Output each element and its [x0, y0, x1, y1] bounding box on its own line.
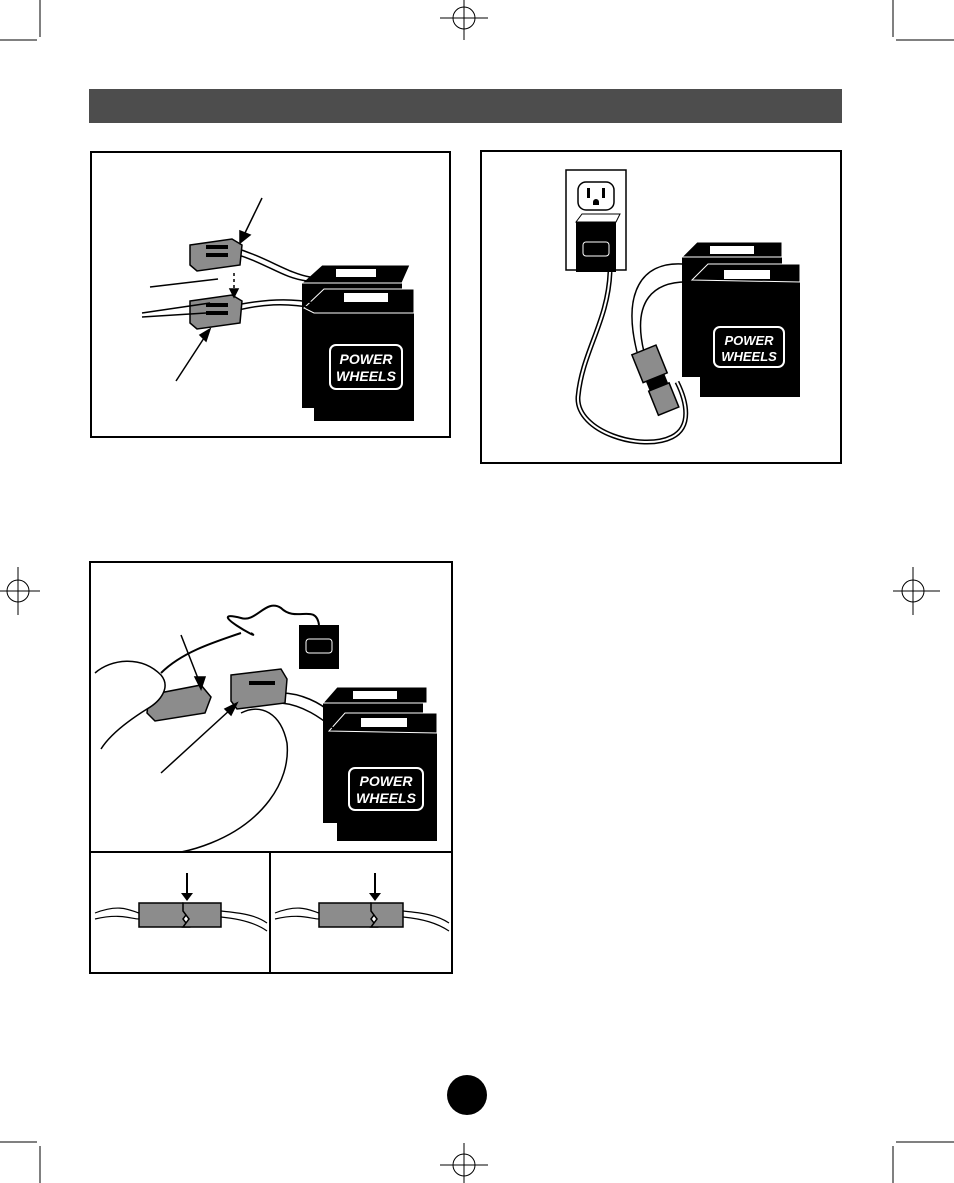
connector-upper — [190, 239, 242, 271]
connector-lower — [190, 295, 242, 329]
figure-wall-charger: POWER WHEELS — [480, 150, 842, 464]
charger-icon — [576, 222, 616, 272]
figure-connector-detail-left — [89, 851, 271, 974]
logo-line1: POWER — [360, 773, 414, 789]
battery-connector-diagram-icon: POWER WHEELS — [92, 153, 449, 436]
logo-line1: POWER — [340, 351, 394, 367]
connector-battery-side — [231, 669, 287, 709]
logo-line2: WHEELS — [356, 790, 417, 806]
connector-closeup-icon — [271, 853, 451, 972]
logo-line2: WHEELS — [336, 368, 397, 384]
figure-battery-connectors: POWER WHEELS — [90, 151, 451, 438]
right-hand — [161, 709, 287, 853]
figure-connector-detail-right — [269, 851, 453, 974]
connector-closeup-icon — [91, 853, 269, 972]
section-header-bar — [89, 89, 842, 123]
page-number-dot — [447, 1075, 487, 1115]
logo-line1: POWER — [724, 333, 774, 348]
charger-plugged-into-outlet-icon: POWER WHEELS — [482, 152, 840, 462]
inline-connector — [632, 345, 681, 416]
battery-front: POWER WHEELS — [304, 289, 414, 421]
logo-line2: WHEELS — [721, 349, 777, 364]
charger-icon — [299, 625, 339, 669]
